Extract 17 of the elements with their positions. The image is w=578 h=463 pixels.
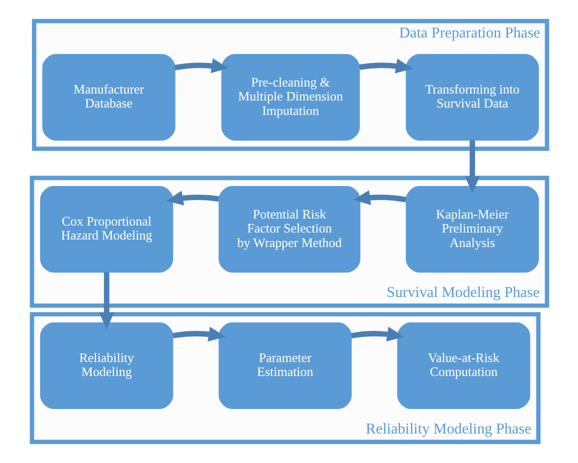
arrow [464, 140, 480, 194]
arrow [358, 58, 412, 74]
node-box: Reliability Modeling [40, 322, 173, 409]
node-box: Cox Proportional Hazard Modeling [40, 186, 173, 273]
node-box: Value-at-Risk Computation [396, 322, 530, 409]
node-box: Manufacturer Database [42, 54, 175, 141]
arrow [174, 58, 228, 74]
node-box: Pre-cleaning & Multiple Dimension Imputation [220, 54, 360, 141]
node-box: Parameter Estimation [218, 322, 352, 409]
node-box: Transforming into Survival Data [405, 54, 538, 141]
node-box: Potential Risk Factor Selection by Wrapper Method [218, 186, 360, 273]
arrow [352, 190, 406, 206]
node-box: Kaplan-Meier Preliminary Analysis [405, 186, 538, 273]
arrow [166, 190, 219, 206]
arrow [350, 326, 404, 342]
arrow [172, 326, 226, 342]
arrow [98, 272, 114, 330]
